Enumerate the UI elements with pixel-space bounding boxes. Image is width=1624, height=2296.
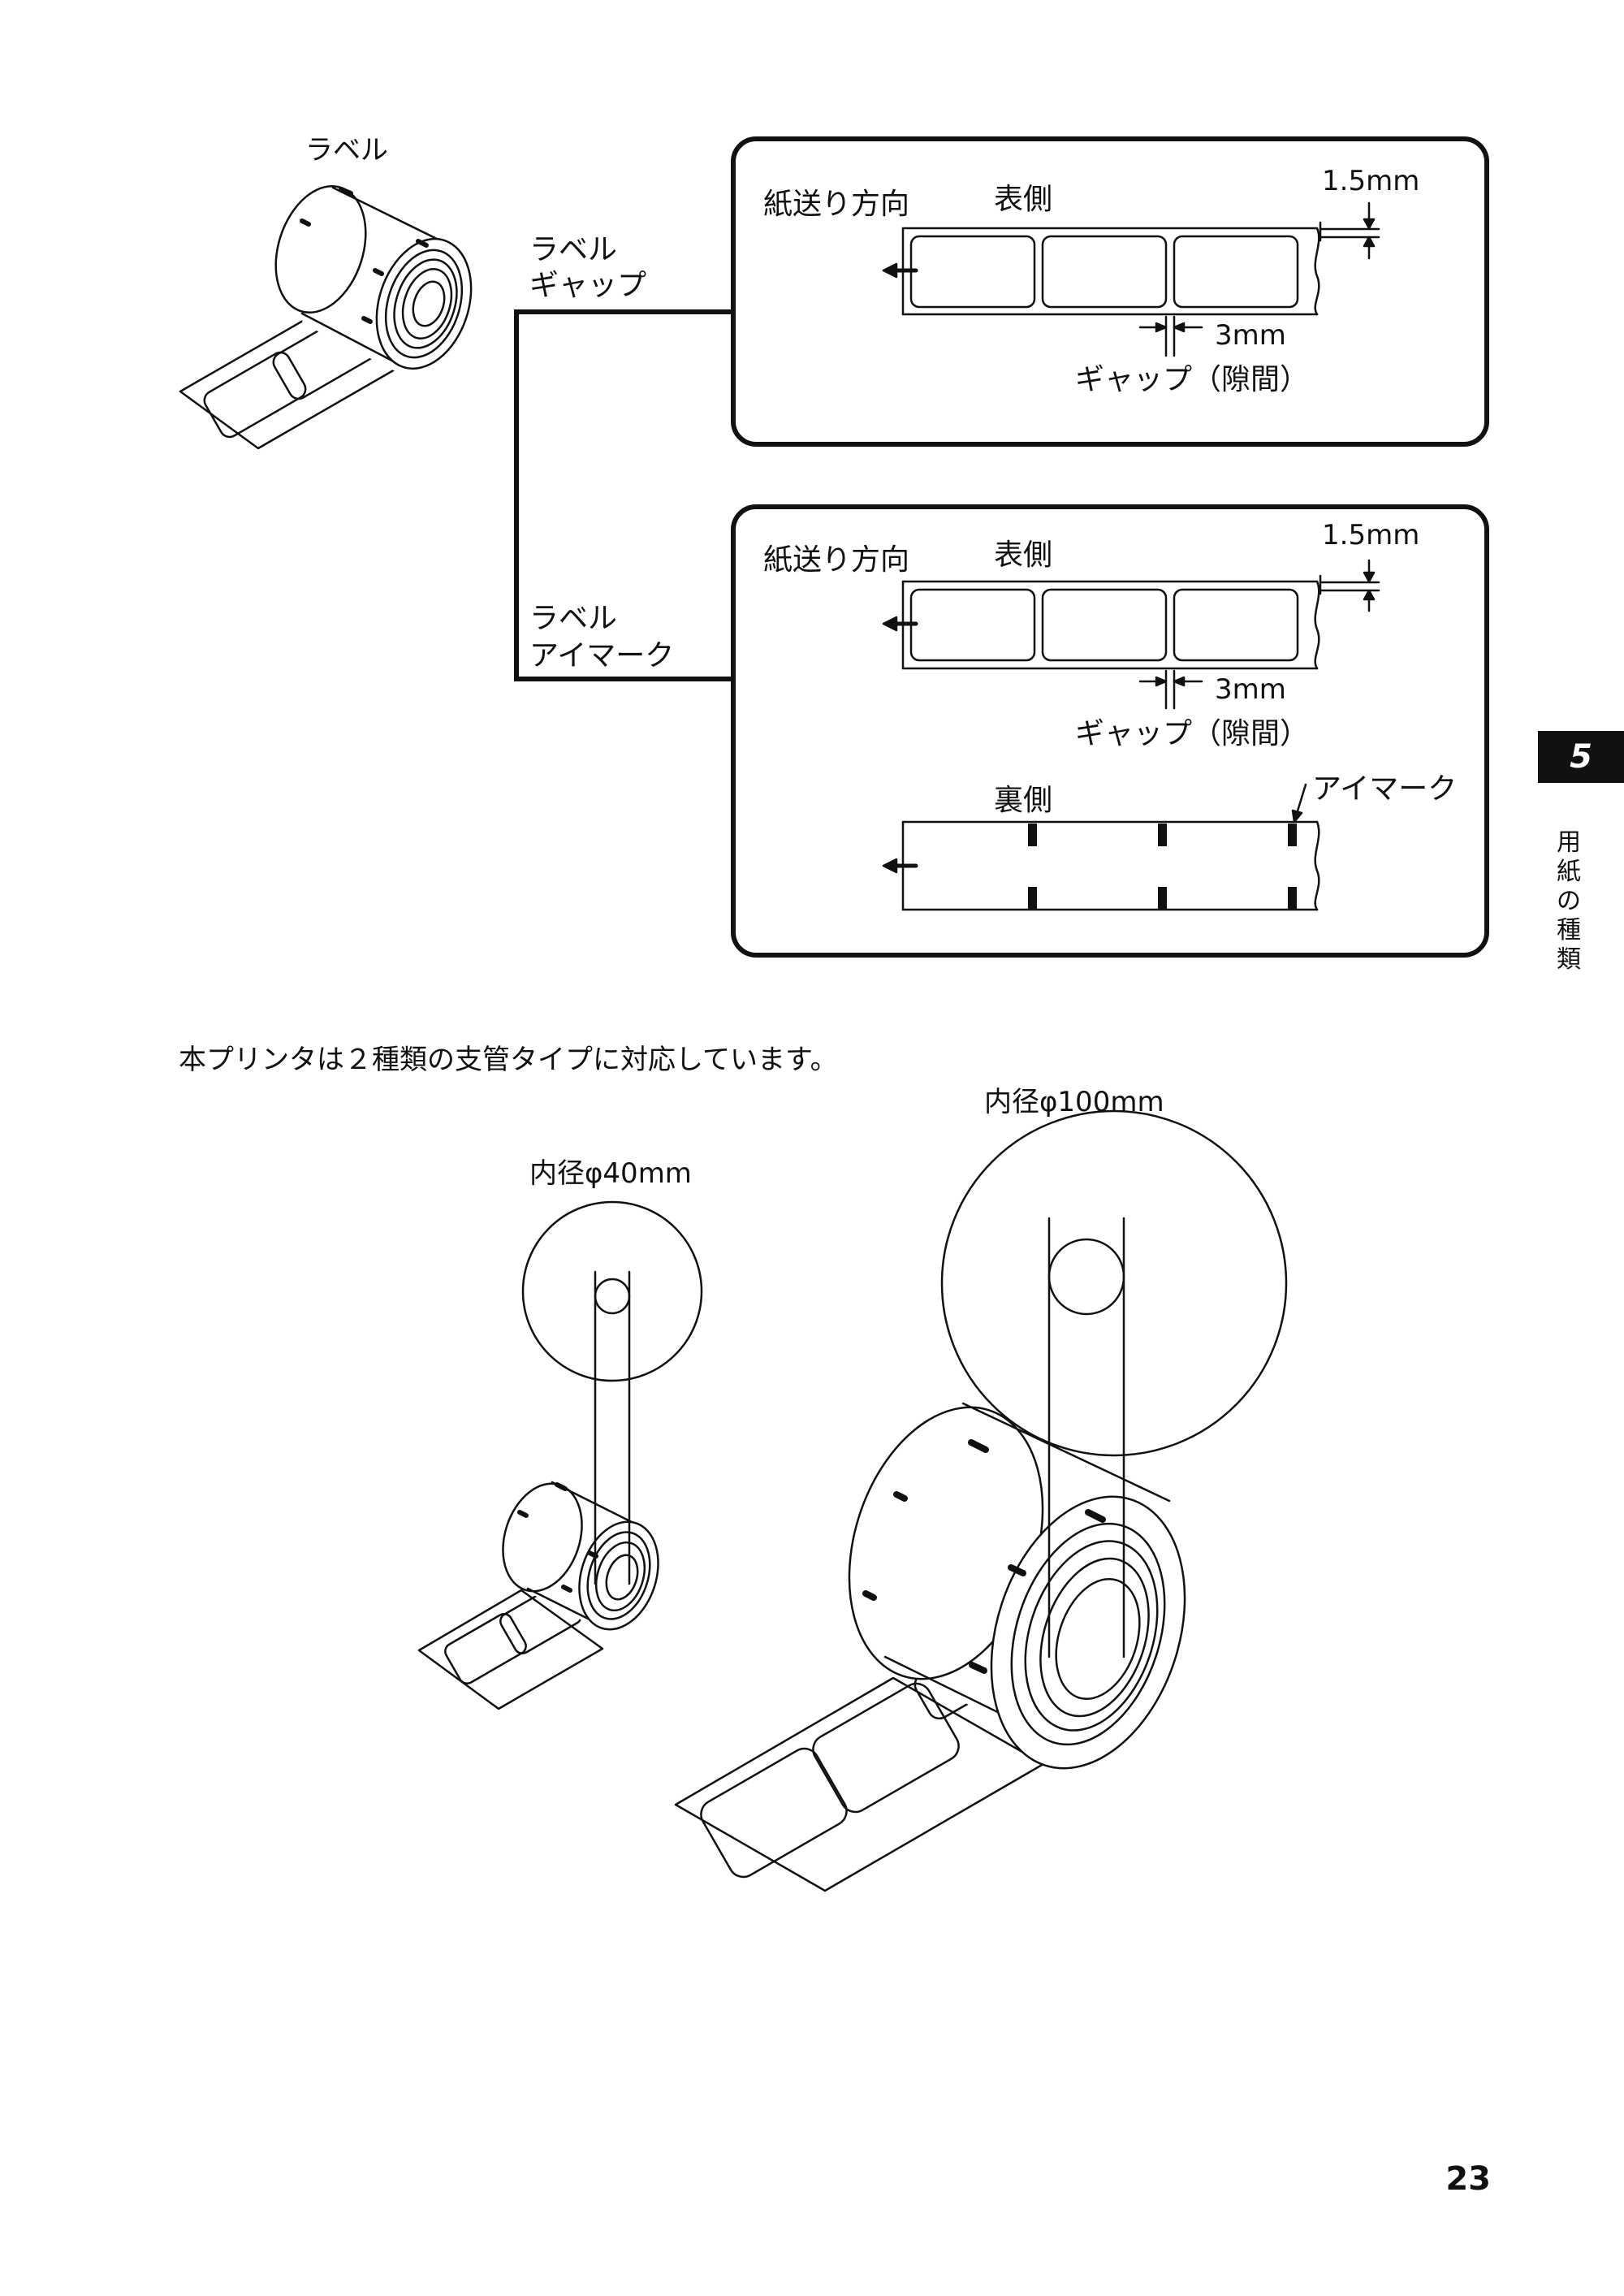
eye-margin-dim: 1.5mm [1322, 519, 1420, 551]
gap-panel-diagram [882, 201, 1380, 357]
eyemark-panel-front-diagram [882, 559, 1380, 710]
branch-eyemark-label-1: ラベル [529, 602, 618, 635]
gap-width-dim: 3mm [1215, 319, 1286, 352]
chapter-tab: 5 [1538, 731, 1624, 783]
eye-back-side: 裏側 [994, 784, 1053, 817]
connector-lines [514, 309, 735, 681]
gap-panel-frame [731, 136, 1489, 447]
page-number: 23 [1445, 2160, 1491, 2198]
eye-front-side: 表側 [994, 538, 1053, 572]
roll-label: ラベル [305, 134, 388, 166]
eyemark-panel-back-diagram [882, 783, 1320, 911]
branch-eyemark-label-2: アイマーク [529, 639, 675, 672]
branch-gap-label-2: ギャップ [529, 269, 647, 302]
small-core-illustration [417, 1200, 703, 1710]
large-core-label: 内径φ100mm [984, 1086, 1164, 1118]
side-title: 用紙の種類 [1557, 828, 1581, 974]
eye-gap-dim: 3mm [1215, 673, 1286, 706]
gap-margin-dim: 1.5mm [1322, 165, 1420, 197]
branch-gap-label-1: ラベル [529, 233, 618, 266]
label-roll-illustration [179, 184, 473, 450]
eye-gap-caption: ギャップ（隙間） [1075, 717, 1310, 750]
body-text: 本プリンタは２種類の支管タイプに対応しています。 [179, 1044, 838, 1076]
gap-feed-direction: 紙送り方向 [763, 188, 910, 221]
gap-front-side: 表側 [994, 183, 1053, 216]
eye-mark-label: アイマーク [1312, 772, 1458, 806]
eye-feed-direction: 紙送り方向 [763, 543, 910, 577]
eye-mark-bars [1028, 824, 1297, 910]
gap-caption: ギャップ（隙間） [1075, 363, 1310, 396]
small-core-label: 内径φ40mm [529, 1157, 692, 1190]
large-core-illustration [674, 1109, 1288, 1892]
